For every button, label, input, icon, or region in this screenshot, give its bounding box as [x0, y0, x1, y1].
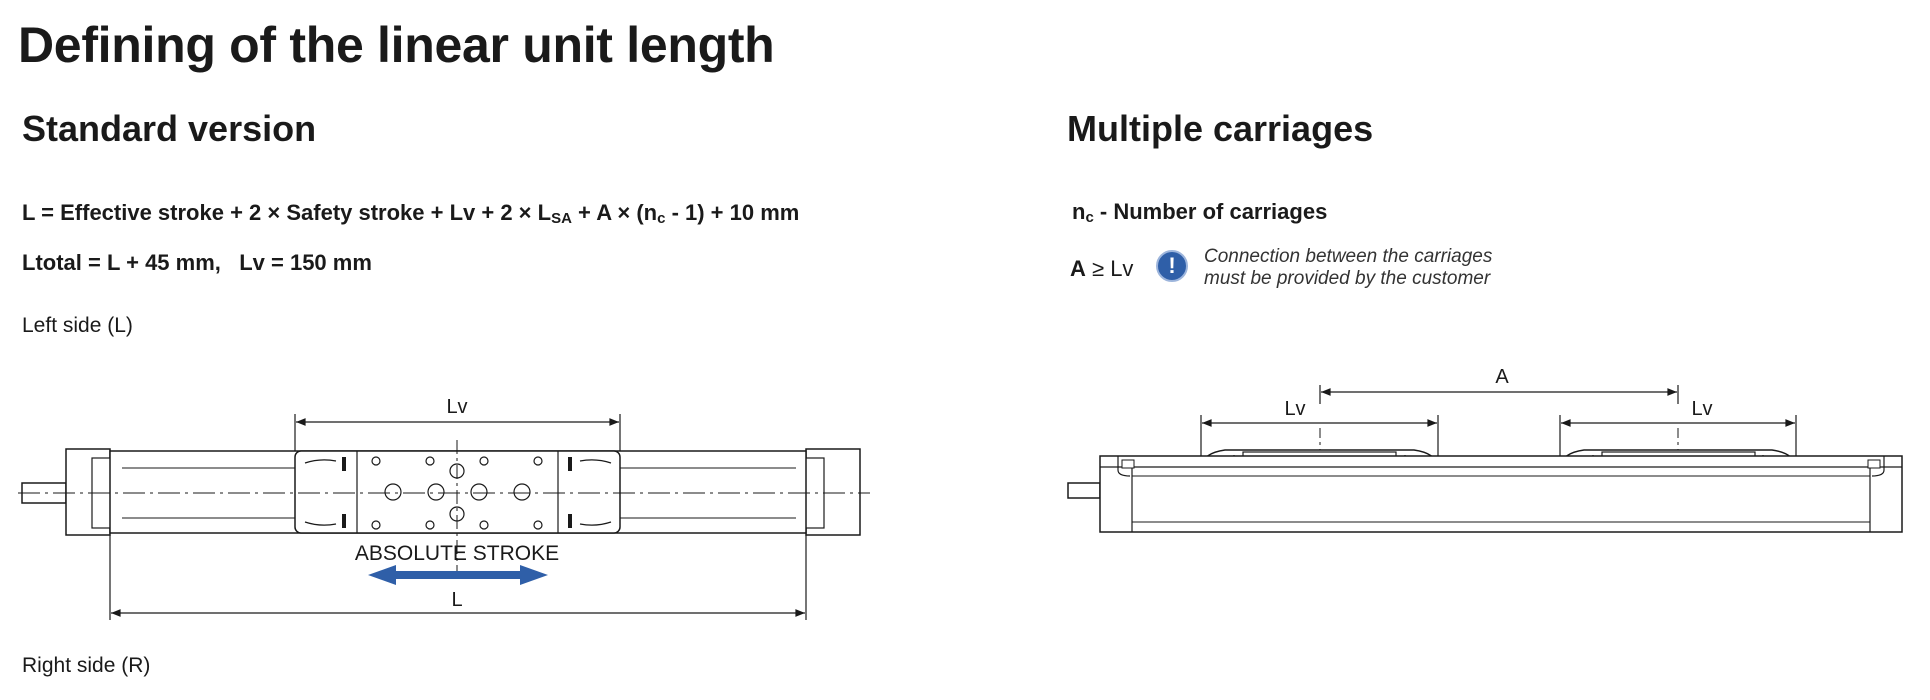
spacing-condition-rest: ≥ Lv — [1085, 256, 1134, 281]
carriage-count-definition: nc - Number of carriages — [1072, 199, 1328, 226]
nc-symbol: n — [1072, 199, 1086, 224]
drive-shaft-side — [1067, 482, 1101, 499]
a-dimension-label: A — [1495, 366, 1509, 388]
lv-left-dimension-label: Lv — [1284, 398, 1305, 420]
lv-left-dimension: Lv — [1200, 398, 1439, 466]
absolute-stroke-label: ABSOLUTE STROKE — [355, 542, 559, 565]
customer-note-line-2: must be provided by the customer — [1204, 268, 1491, 289]
profile-body-side — [1099, 455, 1903, 533]
page-title: Defining of the linear unit length — [18, 17, 775, 73]
spacing-condition: A ≥ Lv — [1070, 256, 1133, 282]
right-side-label: Right side (R) — [22, 654, 151, 677]
l-dimension-label: L — [451, 589, 462, 611]
absolute-stroke-arrow — [368, 565, 548, 585]
multiple-carriages-heading: Multiple carriages — [1067, 108, 1374, 149]
a-dimension: A — [1319, 366, 1679, 404]
length-formula-main: L = Effective stroke + 2 × Safety stroke… — [22, 200, 552, 225]
lv-right-dimension-label: Lv — [1691, 398, 1712, 420]
carriage — [294, 450, 621, 534]
length-formula: L = Effective stroke + 2 × Safety stroke… — [22, 200, 800, 227]
length-formula-mid: + A × (n — [571, 200, 658, 225]
length-formula-tail: - 1) + 10 mm — [665, 200, 800, 225]
lv-dimension: Lv — [294, 396, 621, 452]
right-end-cap — [793, 448, 861, 536]
nc-subscript: c — [1085, 209, 1094, 226]
exclamation-icon: ! — [1156, 250, 1188, 282]
nc-description: - Number of carriages — [1093, 199, 1328, 224]
length-formula-sa-subscript: SA — [551, 210, 572, 227]
total-length-formula: Ltotal = L + 45 mm, Lv = 150 mm — [22, 250, 372, 275]
l-dimension: L — [109, 535, 807, 620]
left-side-label: Left side (L) — [22, 314, 133, 337]
spacing-condition-a: A — [1070, 256, 1086, 281]
customer-note-line-1: Connection between the carriages — [1204, 246, 1493, 267]
length-formula-c-subscript: c — [657, 210, 666, 227]
standard-version-heading: Standard version — [22, 108, 317, 149]
lv-dimension-label: Lv — [446, 396, 467, 418]
